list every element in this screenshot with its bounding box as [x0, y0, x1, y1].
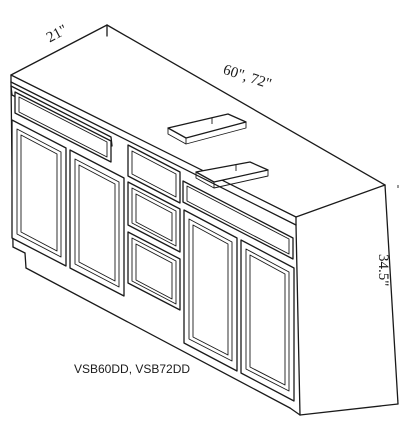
cabinet-right-side — [295, 184, 399, 416]
interior-shelves — [167, 113, 269, 189]
drawer-middle — [127, 181, 181, 253]
cabinet-back-edges — [106, 24, 386, 186]
drawer-bottom — [127, 231, 181, 311]
door-right-1 — [183, 209, 238, 372]
false-front-right — [182, 180, 294, 260]
cabinet-top — [10, 24, 386, 226]
model-numbers-caption: VSB60DD, VSB72DD — [74, 362, 191, 376]
door-left-1 — [11, 119, 67, 267]
door-left-2 — [69, 149, 125, 297]
false-front-left — [14, 91, 112, 163]
drawer-top — [127, 144, 181, 204]
door-right-2 — [240, 239, 295, 402]
height-dimension-label: 34.5" — [375, 254, 391, 287]
